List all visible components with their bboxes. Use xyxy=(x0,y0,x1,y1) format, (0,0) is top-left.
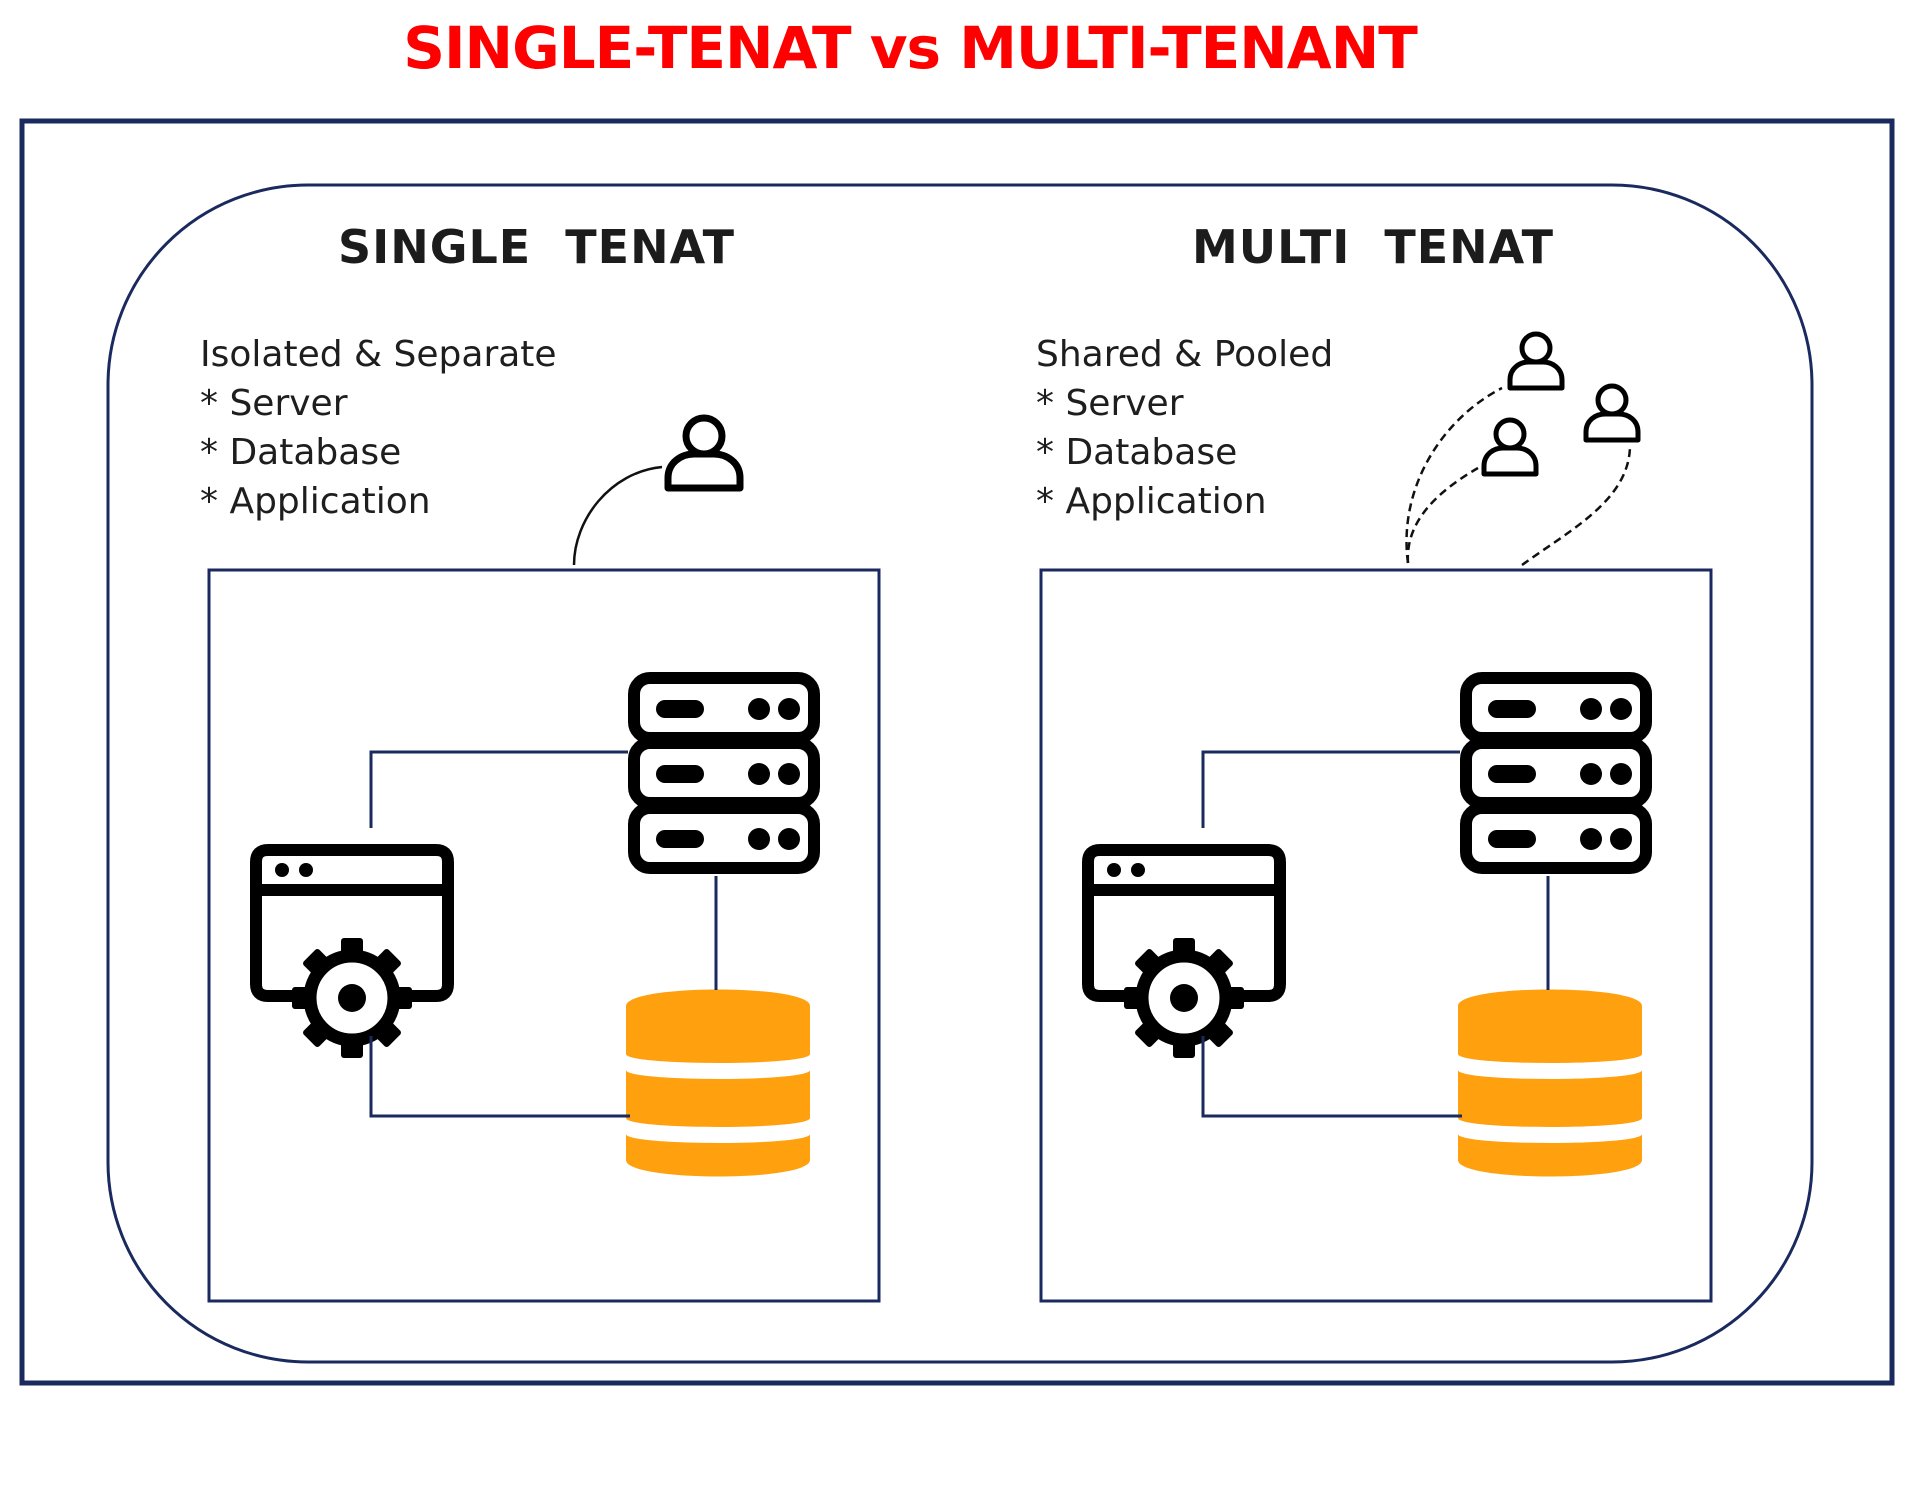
outer-frame xyxy=(19,118,1895,1386)
single-desc-line: * Database xyxy=(200,432,402,473)
multi-desc-line: * Application xyxy=(1036,481,1267,522)
multi-user-connector-1 xyxy=(1405,386,1503,564)
diagram-title: SINGLE-TENAT vs MULTI-TENANT xyxy=(403,14,1418,82)
single-app-to-db-line xyxy=(369,1036,630,1118)
multi-tenant-heading: MULTI TENAT xyxy=(1192,220,1555,274)
single-app-to-server-line xyxy=(369,750,628,828)
multi-desc-line: Shared & Pooled xyxy=(1036,334,1334,375)
single-desc-line: * Server xyxy=(200,383,348,424)
multi-app-settings-icon xyxy=(1088,850,1280,1058)
single-desc-line: * Application xyxy=(200,481,431,522)
single-server-rack-icon xyxy=(634,678,814,868)
multi-server-rack-icon xyxy=(1466,678,1646,868)
multi-tenant-box xyxy=(1039,568,1713,1303)
multi-user-connector-3 xyxy=(1521,444,1632,567)
multi-tenant-description: Shared & Pooled * Server * Database * Ap… xyxy=(1036,330,1333,526)
single-tenant-heading: SINGLE TENAT xyxy=(338,220,735,274)
single-tenant-box xyxy=(207,568,881,1303)
single-database-icon xyxy=(626,989,810,1177)
multi-app-to-db-line xyxy=(1201,1036,1462,1118)
multi-database-icon xyxy=(1458,989,1642,1177)
single-user-icon xyxy=(668,418,740,488)
multi-user-icon-3 xyxy=(1484,420,1536,474)
single-app-settings-icon xyxy=(256,850,448,1058)
multi-user-icon-1 xyxy=(1510,334,1562,388)
single-user-connector xyxy=(572,465,663,566)
rounded-container xyxy=(106,183,1814,1364)
single-desc-line: Isolated & Separate xyxy=(200,334,557,375)
multi-user-icon-2 xyxy=(1586,386,1638,440)
multi-desc-line: * Database xyxy=(1036,432,1238,473)
multi-app-to-server-line xyxy=(1201,750,1460,828)
multi-user-connector-2 xyxy=(1406,466,1479,564)
multi-desc-line: * Server xyxy=(1036,383,1184,424)
single-tenant-description: Isolated & Separate * Server * Database … xyxy=(200,330,557,526)
